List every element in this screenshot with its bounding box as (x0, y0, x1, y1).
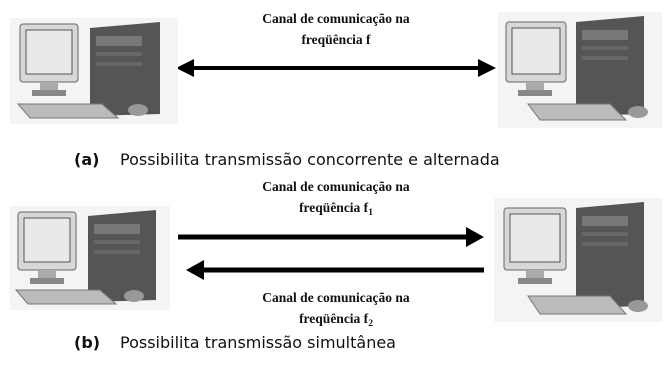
caption-a: (a) Possibilita transmissão concorrente e… (74, 150, 500, 169)
channel-label-b2-line2: freqüência f2 (196, 308, 476, 335)
caption-a-text: Possibilita transmissão concorrente e al… (120, 150, 500, 169)
channel-label-b2: Canal de comunicação na freqüência f2 (196, 287, 476, 335)
channel-label-a-line1: Canal de comunicação na (262, 11, 410, 26)
channel-label-b2-sub: 2 (368, 319, 373, 329)
computer-icon (494, 198, 662, 322)
channel-label-b1-freq: freqüência f (299, 200, 369, 215)
channel-label-a: Canal de comunicação na freqüência f (196, 8, 476, 50)
caption-a-tag: (a) (74, 150, 100, 169)
channel-label-b1-line2: freqüência f1 (196, 197, 476, 224)
channel-label-b2-freq: freqüência f (299, 311, 369, 326)
channel-label-b1-line1: Canal de comunicação na (262, 179, 410, 194)
caption-b-text: Possibilita transmissão simultânea (120, 333, 396, 352)
channel-label-b1-sub: 1 (368, 208, 373, 218)
computer-icon (10, 18, 178, 124)
channel-label-b1: Canal de comunicação na freqüência f1 (196, 176, 476, 224)
computer-icon (10, 206, 170, 310)
caption-b-tag: (b) (74, 333, 101, 352)
double-arrow-a (176, 59, 496, 77)
computer-icon (498, 12, 662, 128)
caption-b: (b) Possibilita transmissão simultânea (74, 333, 396, 352)
arrow-right-b (178, 227, 484, 247)
arrow-left-b (186, 260, 484, 280)
channel-label-b2-line1: Canal de comunicação na (262, 290, 410, 305)
channel-label-a-line2: freqüência f (301, 32, 371, 47)
